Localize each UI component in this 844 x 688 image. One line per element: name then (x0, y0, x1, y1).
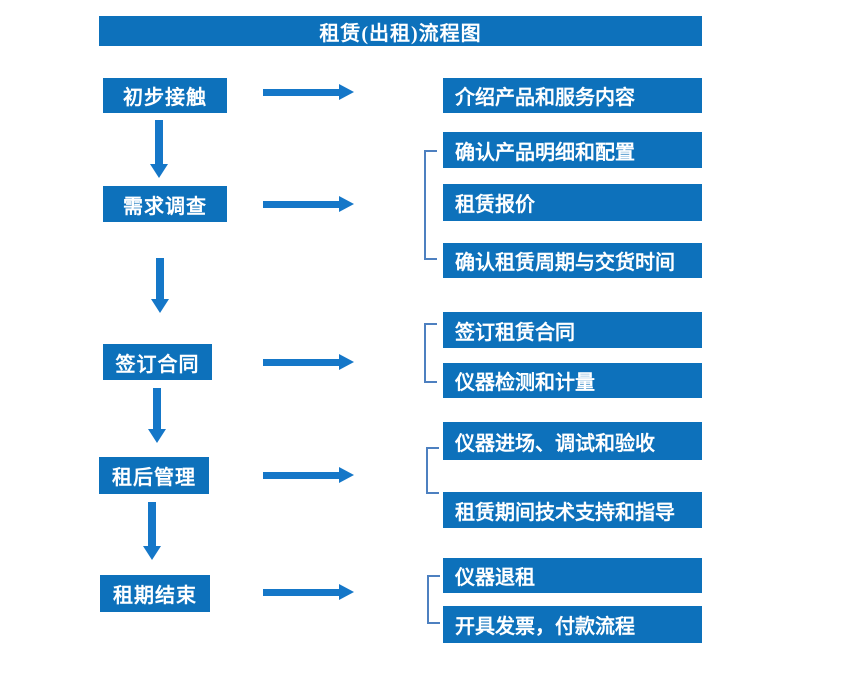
arrow-head-icon (151, 299, 169, 313)
right-arrow-3 (263, 354, 354, 370)
arrow-head-icon (339, 584, 354, 600)
step-box-initial-contact: 初步接触 (103, 78, 227, 113)
group-bracket-post-lease (426, 447, 439, 494)
arrow-head-icon (339, 467, 354, 483)
detail-box-instrument-return: 仪器退租 (443, 558, 702, 593)
right-arrow-1 (263, 84, 354, 100)
step-box-demand-survey: 需求调查 (103, 186, 227, 222)
detail-box-sign-lease-contract: 签订租赁合同 (443, 312, 702, 348)
down-arrow-2 (151, 258, 169, 313)
detail-box-tech-support: 租赁期间技术支持和指导 (443, 492, 702, 528)
arrow-head-icon (150, 164, 168, 178)
down-arrow-4 (143, 502, 161, 560)
detail-box-invoice-payment: 开具发票，付款流程 (443, 606, 702, 643)
arrow-shaft (148, 502, 156, 546)
arrow-shaft (263, 200, 340, 208)
down-arrow-3 (148, 388, 166, 443)
arrow-shaft (263, 471, 340, 479)
flowchart-title: 租赁(出租)流程图 (99, 16, 702, 46)
group-bracket-lease-end (427, 575, 440, 624)
arrow-shaft (155, 120, 163, 164)
arrow-shaft (263, 588, 340, 596)
arrow-shaft (263, 358, 340, 366)
arrow-head-icon (143, 546, 161, 560)
detail-box-confirm-product-details: 确认产品明细和配置 (443, 132, 702, 168)
arrow-head-icon (339, 354, 354, 370)
step-box-lease-end: 租期结束 (100, 575, 210, 612)
arrow-head-icon (339, 84, 354, 100)
right-arrow-2 (263, 196, 354, 212)
arrow-shaft (156, 258, 164, 299)
arrow-head-icon (148, 429, 166, 443)
group-bracket-demand-survey (424, 150, 437, 260)
right-arrow-4 (263, 467, 354, 483)
right-arrow-5 (263, 584, 354, 600)
arrow-shaft (153, 388, 161, 429)
step-box-post-lease-management: 租后管理 (99, 457, 209, 494)
arrow-head-icon (339, 196, 354, 212)
down-arrow-1 (150, 120, 168, 178)
detail-box-introduce-products: 介绍产品和服务内容 (443, 78, 702, 113)
detail-box-instrument-testing: 仪器检测和计量 (443, 363, 702, 398)
arrow-shaft (263, 88, 340, 96)
step-box-sign-contract: 签订合同 (103, 344, 212, 380)
detail-box-lease-quote: 租赁报价 (443, 184, 702, 221)
detail-box-instrument-setup-acceptance: 仪器进场、调试和验收 (443, 422, 702, 460)
group-bracket-sign-contract (424, 323, 437, 383)
detail-box-confirm-lease-period: 确认租赁周期与交货时间 (443, 243, 702, 278)
